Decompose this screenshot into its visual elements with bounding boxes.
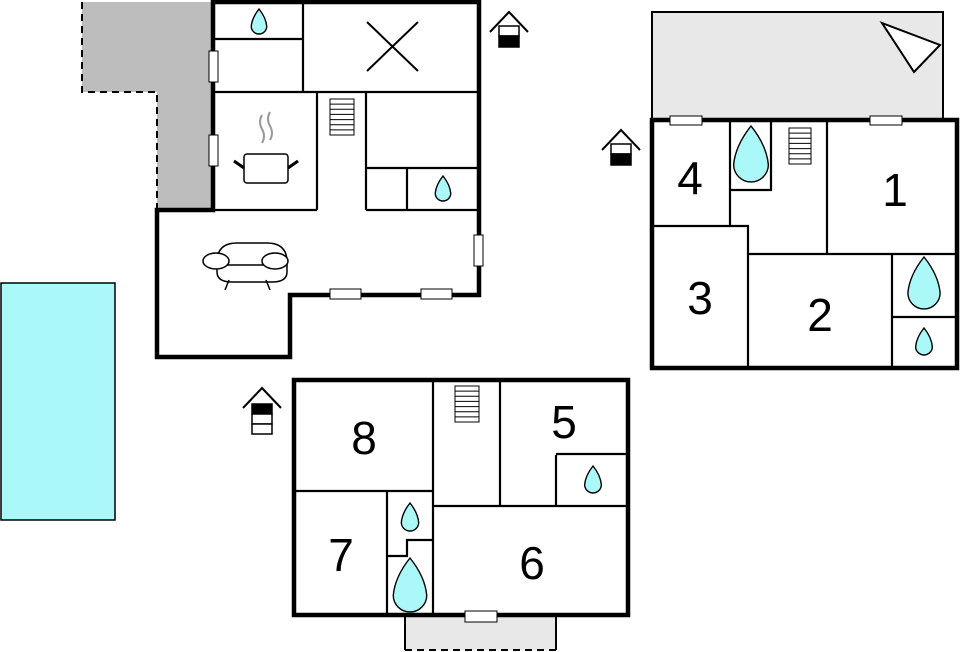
sofa-icon: [202, 242, 289, 291]
swimming-pool: [0, 282, 116, 521]
room-1-label: 1: [882, 164, 908, 216]
windows: [208, 50, 484, 300]
upper-floor-building: 4 1 3 2: [649, 11, 960, 371]
basement-floor-building: 8 5 7 6: [291, 377, 631, 651]
floor-level-house-icon: [489, 10, 529, 48]
water-drop-icon: [914, 326, 934, 356]
water-drop-icon: [392, 556, 428, 613]
kitchen-pot-icon: [233, 111, 299, 184]
floor-level-house-icon: [242, 386, 282, 435]
windows: [669, 115, 903, 126]
water-drop-icon: [907, 255, 941, 310]
water-drop-icon: [250, 7, 268, 35]
ground-floor-building: [81, 0, 484, 360]
balcony: [651, 11, 944, 121]
floor-level-icons: [242, 10, 641, 435]
interior-walls: [213, 2, 479, 212]
sun-terrace-icon: [879, 20, 942, 74]
outer-wall: [154, 0, 482, 360]
water-drop-icon: [583, 464, 603, 494]
room-7-label: 7: [328, 529, 354, 581]
room-6-label: 6: [519, 537, 545, 589]
water-drop-icon: [434, 174, 452, 202]
outer-wall: [649, 117, 960, 371]
room-4-label: 4: [677, 152, 703, 204]
interior-walls: [652, 120, 957, 368]
window: [464, 610, 498, 623]
room-5-label: 5: [551, 396, 577, 448]
stairs-icon: [788, 127, 812, 165]
outer-wall: [291, 377, 631, 618]
water-drop-icon: [400, 501, 420, 532]
bottom-terrace: [405, 615, 556, 650]
water-drops: [250, 7, 941, 613]
stairs-group: [329, 98, 812, 423]
terrace: [82, 2, 213, 210]
room-8-label: 8: [351, 412, 377, 464]
open-space-x-icon: [366, 21, 419, 72]
stairs-icon: [329, 98, 355, 136]
interior-walls: [294, 380, 628, 615]
water-drop-icon: [732, 124, 770, 183]
floor-level-house-icon: [601, 128, 641, 166]
stairs-icon: [454, 385, 480, 423]
room-3-label: 3: [687, 272, 713, 324]
room-2-label: 2: [807, 289, 833, 341]
